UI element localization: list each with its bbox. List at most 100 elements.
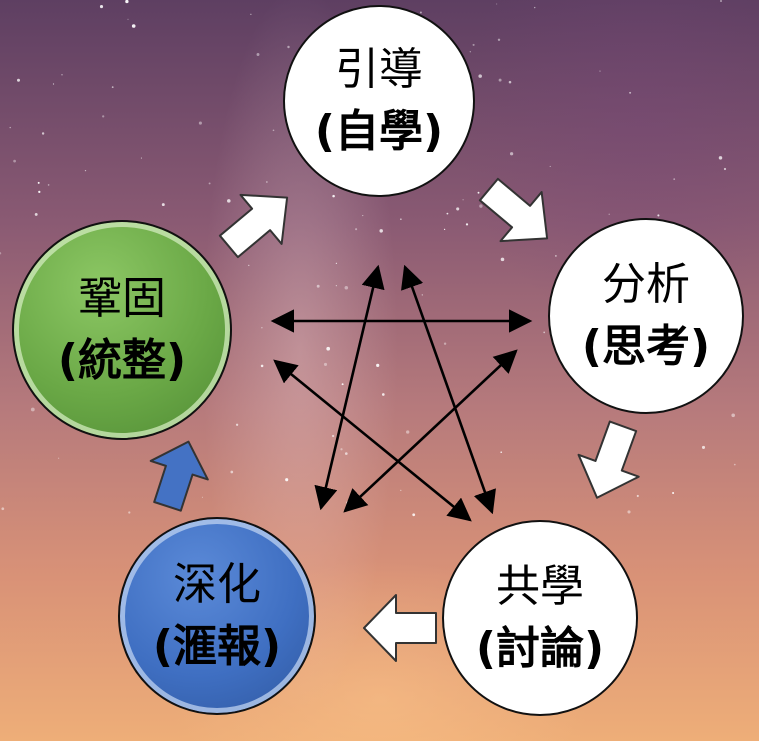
star <box>355 228 358 231</box>
star <box>37 181 40 184</box>
node-co-learn: 共學 (討論) <box>442 520 638 716</box>
connector-lines <box>270 264 533 522</box>
star <box>61 74 63 76</box>
star <box>362 215 364 217</box>
star <box>627 510 631 514</box>
star <box>701 445 706 449</box>
star <box>13 159 16 163</box>
star <box>227 199 231 203</box>
star <box>256 53 260 56</box>
node-consolidate-sub: (統整) <box>57 335 187 386</box>
star <box>629 91 632 94</box>
star <box>102 115 105 118</box>
star <box>379 229 383 233</box>
star <box>478 74 482 78</box>
node-analyze-sub: (思考) <box>581 321 711 372</box>
arrow-consolidate-to-lead <box>218 193 289 259</box>
star <box>720 0 722 2</box>
star <box>332 194 335 198</box>
arrow-lead-to-analyze <box>478 177 549 243</box>
star <box>477 191 480 194</box>
star <box>127 18 129 21</box>
node-lead-sub: (自學) <box>314 106 444 157</box>
connector-cross-right <box>343 349 518 513</box>
star <box>534 6 536 9</box>
star <box>657 214 660 217</box>
star <box>235 423 239 426</box>
node-consolidate: 鞏固 (統整) <box>12 220 232 440</box>
star <box>718 156 723 160</box>
star <box>731 413 735 418</box>
star <box>161 203 165 207</box>
star <box>34 212 38 216</box>
star <box>272 129 275 132</box>
star <box>38 190 41 194</box>
arrow-deepen-to-consolidate <box>149 440 209 512</box>
node-deepen: 深化 (滙報) <box>118 517 316 715</box>
star <box>0 252 2 255</box>
arrow-co-learn-to-deepen <box>363 594 437 662</box>
star <box>125 0 129 4</box>
star <box>508 80 512 84</box>
node-consolidate-label: 鞏固 <box>78 272 166 324</box>
node-deepen-label: 深化 <box>173 558 261 610</box>
star <box>469 51 471 53</box>
node-analyze-label: 分析 <box>602 258 690 310</box>
star <box>497 38 501 41</box>
node-lead: 引導 (自學) <box>283 5 475 197</box>
star <box>99 5 104 9</box>
star <box>128 511 131 514</box>
star <box>462 199 464 201</box>
star <box>400 218 402 220</box>
star <box>84 169 87 172</box>
star <box>287 45 290 49</box>
star <box>260 364 264 368</box>
star <box>198 121 202 125</box>
star <box>111 86 114 88</box>
star <box>250 13 252 15</box>
star <box>140 157 142 159</box>
star <box>1 507 5 511</box>
connector-left-diagonal <box>314 264 385 511</box>
star <box>57 457 60 459</box>
star <box>608 213 610 215</box>
node-lead-label: 引導 <box>335 43 423 95</box>
connector-right-diagonal <box>401 264 496 515</box>
star <box>47 184 50 186</box>
star <box>266 181 268 183</box>
star <box>446 212 449 215</box>
star <box>465 223 469 226</box>
star <box>419 11 422 14</box>
star <box>723 167 727 171</box>
star <box>41 132 45 135</box>
star <box>17 78 20 82</box>
star <box>230 470 234 474</box>
star <box>673 178 676 180</box>
connector-cross-left <box>273 359 472 522</box>
star <box>248 264 250 267</box>
star <box>335 262 338 264</box>
star <box>479 204 483 208</box>
star <box>496 3 498 5</box>
node-analyze: 分析 (思考) <box>548 218 744 414</box>
node-co-learn-sub: (討論) <box>475 623 605 674</box>
star <box>9 126 11 129</box>
star <box>555 255 557 257</box>
star <box>261 327 263 329</box>
star <box>208 182 211 185</box>
arrow-analyze-to-co-learn <box>577 420 640 499</box>
node-deepen-sub: (滙報) <box>152 621 282 672</box>
star <box>733 463 736 466</box>
node-co-learn-label: 共學 <box>496 560 584 612</box>
star <box>498 78 502 82</box>
star <box>543 331 546 334</box>
star <box>456 207 460 211</box>
star <box>672 491 675 495</box>
star <box>52 83 55 85</box>
star <box>500 257 505 262</box>
star <box>549 165 551 167</box>
star <box>131 24 136 28</box>
star <box>201 496 203 498</box>
star <box>443 228 446 231</box>
